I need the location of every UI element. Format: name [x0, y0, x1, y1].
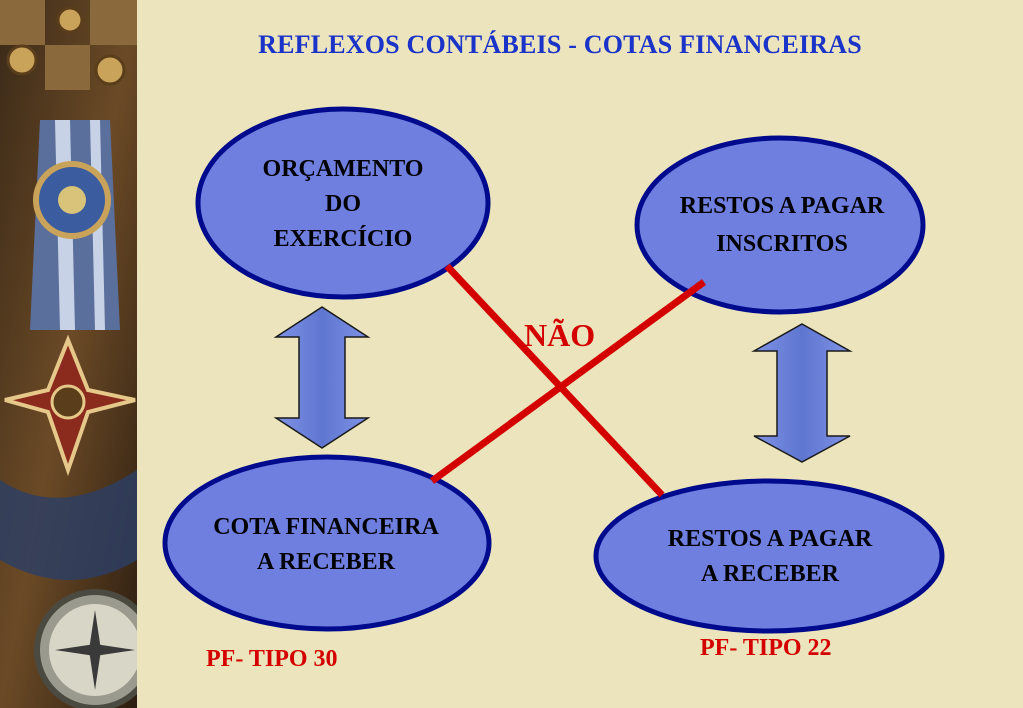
- ellipse-restos-inscritos: [634, 135, 926, 315]
- node-text-cota-financeira: COTA FINANCEIRA A RECEBER: [170, 510, 482, 580]
- double-arrow-left: [273, 306, 371, 449]
- node-line: ORÇAMENTO: [262, 156, 424, 182]
- node-line: A RECEBER: [700, 561, 840, 587]
- decorative-medal-strip: [0, 0, 137, 708]
- pf-tipo-30-label: PF- TIPO 30: [206, 646, 338, 672]
- node-text-restos-receber: RESTOS A PAGAR A RECEBER: [620, 522, 920, 592]
- ellipse-cota-financeira: [162, 454, 492, 632]
- ellipse-orcamento: [195, 106, 491, 300]
- medal-cross-icon: [4, 334, 136, 477]
- node-text-orcamento: ORÇAMENTO DO EXERCÍCIO: [220, 152, 466, 257]
- node-line: DO: [325, 191, 361, 217]
- ribbon-rosette-icon: [30, 120, 120, 330]
- page-title: REFLEXOS CONTÁBEIS - COTAS FINANCEIRAS: [258, 30, 862, 59]
- node-line: INSCRITOS: [716, 231, 848, 257]
- cross-line-1: [444, 263, 665, 498]
- checkerboard-background: [0, 0, 137, 90]
- node-line: RESTOS A PAGAR: [667, 526, 873, 552]
- node-line: RESTOS A PAGAR: [679, 193, 885, 219]
- ellipse-restos-receber: [593, 478, 945, 634]
- node-text-restos-inscritos: RESTOS A PAGAR INSCRITOS: [640, 187, 924, 263]
- cross-line-2: [429, 279, 707, 484]
- node-line: COTA FINANCEIRA: [213, 514, 439, 540]
- compass-icon: [34, 589, 137, 708]
- pf-tipo-22-label: PF- TIPO 22: [700, 635, 832, 661]
- node-line: EXERCÍCIO: [273, 226, 413, 252]
- double-arrow-right: [751, 323, 853, 463]
- nao-label: NÃO: [524, 317, 596, 353]
- node-line: A RECEBER: [256, 549, 396, 575]
- ribbon-band: [0, 470, 137, 580]
